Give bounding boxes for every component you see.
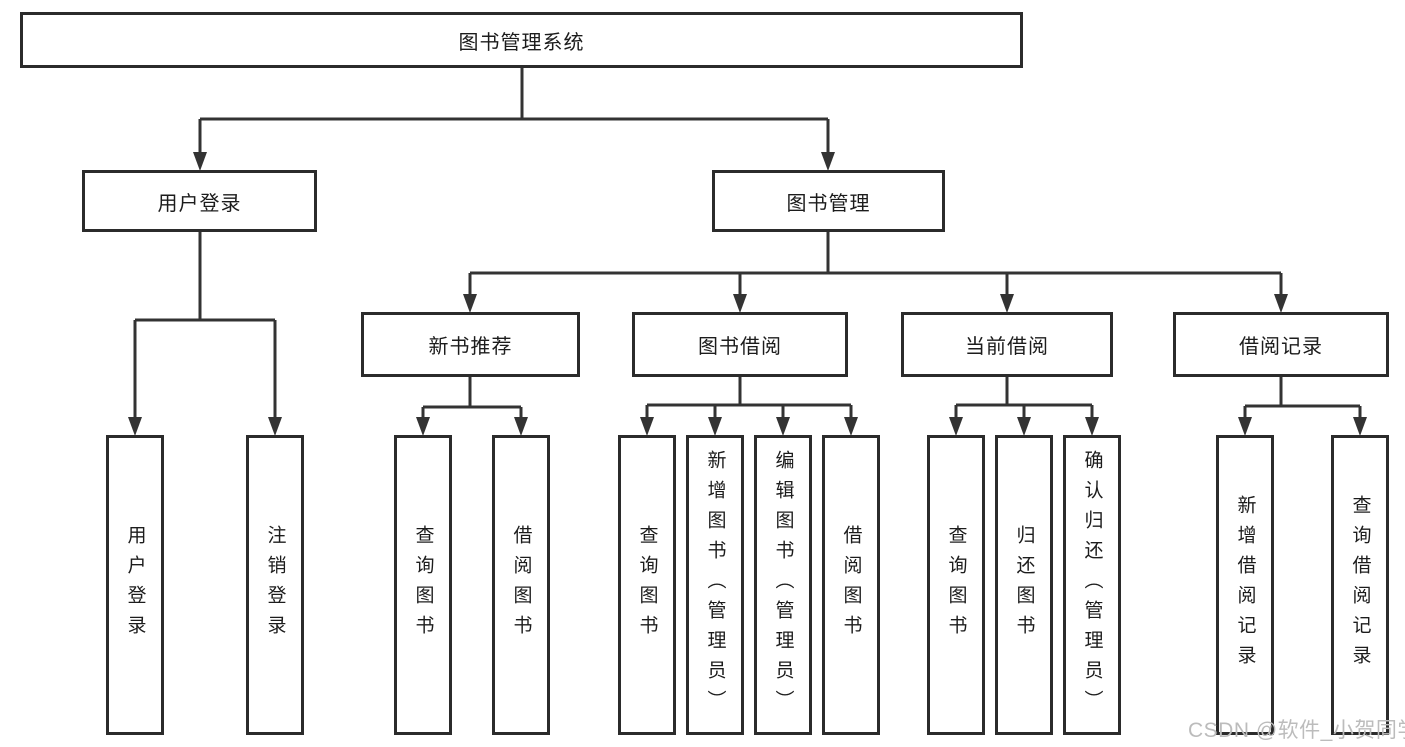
- leaf-nb-query-book: 查询图书: [394, 435, 452, 735]
- leaf-bb-add-book: 新增图书（管理员）: [686, 435, 744, 735]
- leaf-cb-confirm-return: 确认归还（管理员）: [1063, 435, 1121, 735]
- node-book-borrow: 图书借阅: [632, 312, 848, 377]
- leaf-bb-query-book: 查询图书: [618, 435, 676, 735]
- leaf-cb-query-book: 查询图书: [927, 435, 985, 735]
- node-borrow-records: 借阅记录: [1173, 312, 1389, 377]
- leaf-cb-return-book: 归还图书: [995, 435, 1053, 735]
- leaf-bb-borrow-book: 借阅图书: [822, 435, 880, 735]
- leaf-br-query-record: 查询借阅记录: [1331, 435, 1389, 735]
- leaf-logout: 注销登录: [246, 435, 304, 735]
- node-book-management: 图书管理: [712, 170, 945, 232]
- node-user-login: 用户登录: [82, 170, 317, 232]
- leaf-bb-edit-book: 编辑图书（管理员）: [754, 435, 812, 735]
- node-current-borrow: 当前借阅: [901, 312, 1113, 377]
- leaf-br-add-record: 新增借阅记录: [1216, 435, 1274, 735]
- node-root-system: 图书管理系统: [20, 12, 1023, 68]
- leaf-user-login: 用户登录: [106, 435, 164, 735]
- leaf-nb-borrow-book: 借阅图书: [492, 435, 550, 735]
- csdn-watermark: CSDN @软件_小贺同学: [1188, 719, 1405, 742]
- node-new-book-recommend: 新书推荐: [361, 312, 580, 377]
